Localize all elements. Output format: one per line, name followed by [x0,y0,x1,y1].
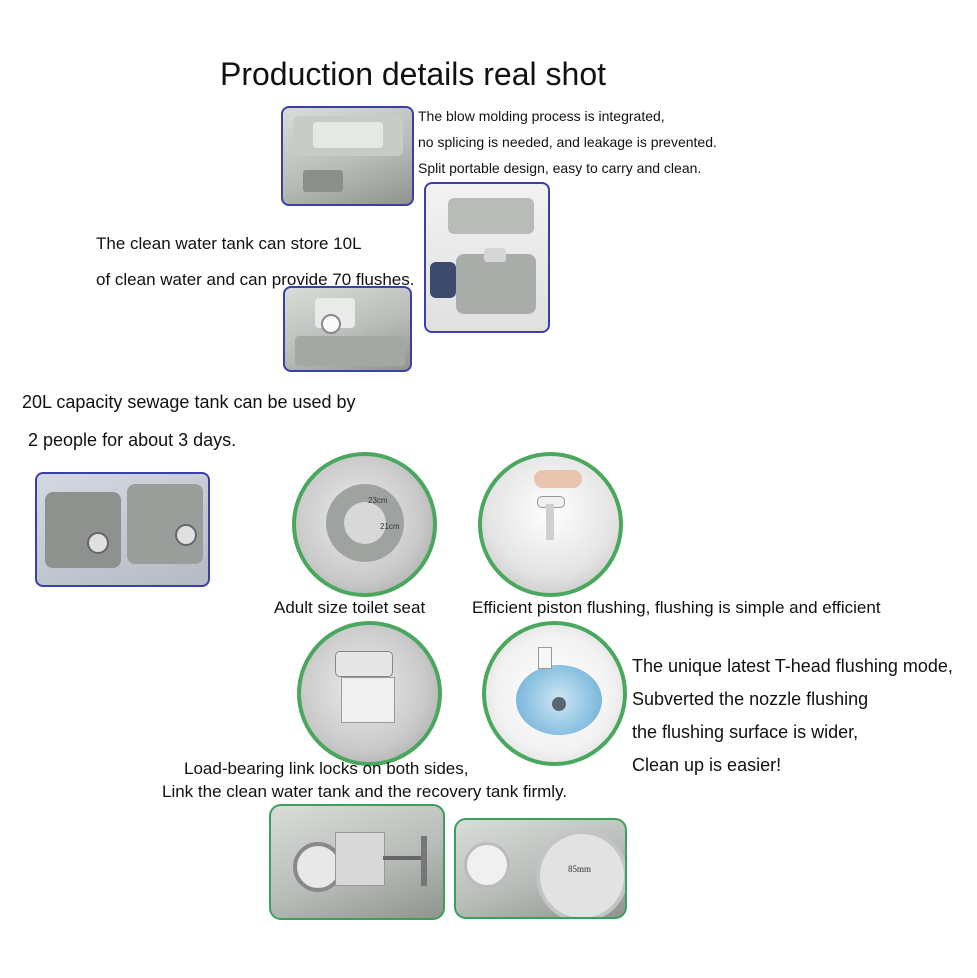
seat-depth-label: 21cm [380,522,400,531]
blow-molding-text: The blow molding process is integrated, … [418,103,717,181]
sewage-line-1: 20L capacity sewage tank can be used by [22,392,356,412]
t-head-line-1: The unique latest T-head flushing mode, [632,656,953,676]
page-title: Production details real shot [220,56,606,92]
seat-width-label: 23cm [368,496,388,505]
sewage-line-2: 2 people for about 3 days. [28,430,237,450]
photo-piston-flushing [478,452,623,597]
blow-molding-line-2: no splicing is needed, and leakage is pr… [418,134,717,150]
photo-water-filling [283,286,412,372]
caption-piston: Efficient piston flushing, flushing is s… [472,598,881,617]
photo-split-design [424,182,550,333]
link-locks-line-1: Load-bearing link locks on both sides, [184,759,469,778]
outlet-dim-label: 85mm [568,864,592,874]
photo-sewage-tanks [35,472,210,587]
t-head-line-2: Subverted the nozzle flushing [632,689,869,709]
photo-link-lock-closeup [269,804,445,920]
caption-seat: Adult size toilet seat [274,598,426,617]
clean-water-line-1: The clean water tank can store 10L [96,234,362,253]
clean-water-text: The clean water tank can store 10L of cl… [96,226,414,298]
photo-t-head-flushing [482,621,627,766]
photo-link-lock [297,621,442,766]
t-head-line-4: Clean up is easier! [632,755,782,775]
blow-molding-line-3: Split portable design, easy to carry and… [418,160,702,176]
t-head-line-3: the flushing surface is wider, [632,722,859,742]
link-locks-line-2: Link the clean water tank and the recove… [162,782,568,801]
photo-toilet-seat: 23cm 21cm [292,452,437,597]
blow-molding-line-1: The blow molding process is integrated, [418,108,665,124]
t-head-text: The unique latest T-head flushing mode, … [632,650,953,782]
clean-water-line-2: of clean water and can provide 70 flushe… [96,270,415,289]
photo-toilet-top [281,106,414,206]
photo-outlet-closeup: 85mm [454,818,627,919]
